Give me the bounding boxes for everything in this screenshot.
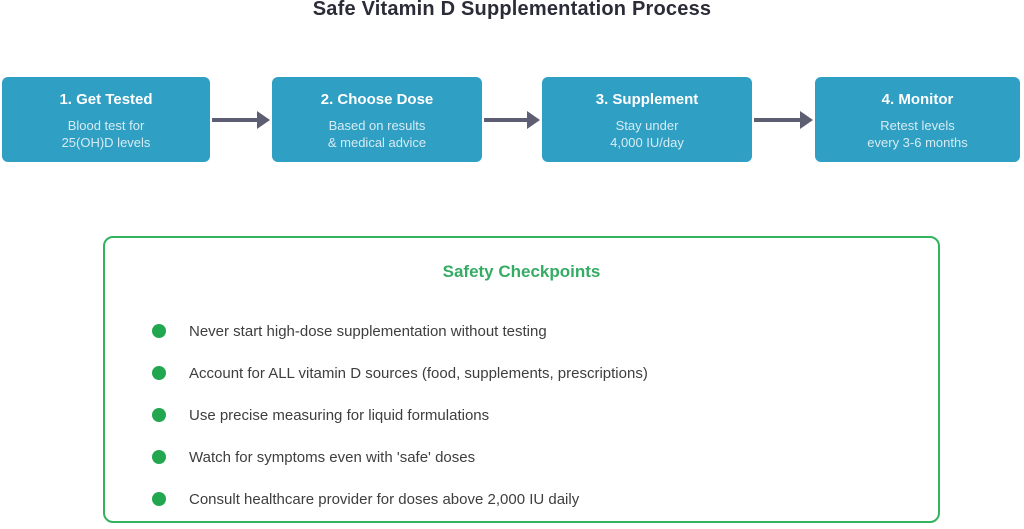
list-item: Watch for symptoms even with 'safe' dose… [105, 436, 938, 478]
step-subtext: Blood test for 25(OH)D levels [62, 117, 151, 151]
list-item: Consult healthcare provider for doses ab… [105, 478, 938, 520]
step-subtext-line2: & medical advice [327, 134, 427, 150]
arrow-head [527, 111, 540, 129]
step-subtext: Retest levels every 3-6 months [867, 117, 967, 151]
flow-arrow-icon [212, 111, 270, 129]
bullet-dot-icon [152, 408, 166, 422]
list-item: Account for ALL vitamin D sources (food,… [105, 352, 938, 394]
flow-step-choose-dose: 2. Choose Dose Based on results & medica… [272, 77, 482, 162]
step-heading: 3. Supplement [595, 90, 699, 108]
arrow-shaft [754, 118, 800, 122]
bullet-dot-icon [152, 492, 166, 506]
step-subtext-line1: Retest levels [880, 117, 955, 133]
arrow-shaft [212, 118, 257, 122]
list-item-text: Use precise measuring for liquid formula… [189, 406, 490, 424]
step-subtext-line2: every 3-6 months [867, 134, 968, 150]
safety-heading: Safety Checkpoints [442, 262, 601, 281]
arrow-shaft [484, 118, 527, 122]
step-subtext: Based on results & medical advice [328, 117, 426, 151]
flow-step-get-tested: 1. Get Tested Blood test for 25(OH)D lev… [2, 77, 210, 162]
list-item-text: Never start high-dose supplementation wi… [189, 322, 547, 340]
step-subtext-line2: 4,000 IU/day [610, 134, 684, 150]
step-subtext-line1: Blood test for [67, 117, 145, 133]
flow-step-supplement: 3. Supplement Stay under 4,000 IU/day [542, 77, 752, 162]
bullet-dot-icon [152, 450, 166, 464]
step-subtext-line2: 25(OH)D levels [61, 134, 151, 150]
list-item: Use precise measuring for liquid formula… [105, 394, 938, 436]
step-heading: 4. Monitor [881, 90, 954, 108]
safety-checkpoints-panel: Safety Checkpoints Never start high-dose… [103, 236, 940, 523]
step-subtext-line1: Stay under [615, 117, 679, 133]
list-item-text: Account for ALL vitamin D sources (food,… [189, 364, 648, 382]
arrow-head [257, 111, 270, 129]
bullet-dot-icon [152, 366, 166, 380]
safety-list: Never start high-dose supplementation wi… [105, 310, 938, 520]
flow-arrow-icon [484, 111, 540, 129]
step-heading: 1. Get Tested [59, 90, 153, 108]
list-item: Never start high-dose supplementation wi… [105, 310, 938, 352]
list-item-text: Watch for symptoms even with 'safe' dose… [189, 448, 476, 466]
step-subtext-line1: Based on results [328, 117, 426, 133]
arrow-head [800, 111, 813, 129]
bullet-dot-icon [152, 324, 166, 338]
page-title: Safe Vitamin D Supplementation Process [312, 0, 712, 20]
flow-arrow-icon [754, 111, 813, 129]
step-heading: 2. Choose Dose [320, 90, 434, 108]
flow-step-monitor: 4. Monitor Retest levels every 3-6 month… [815, 77, 1020, 162]
step-subtext: Stay under 4,000 IU/day [610, 117, 684, 151]
list-item-text: Consult healthcare provider for doses ab… [189, 490, 580, 508]
